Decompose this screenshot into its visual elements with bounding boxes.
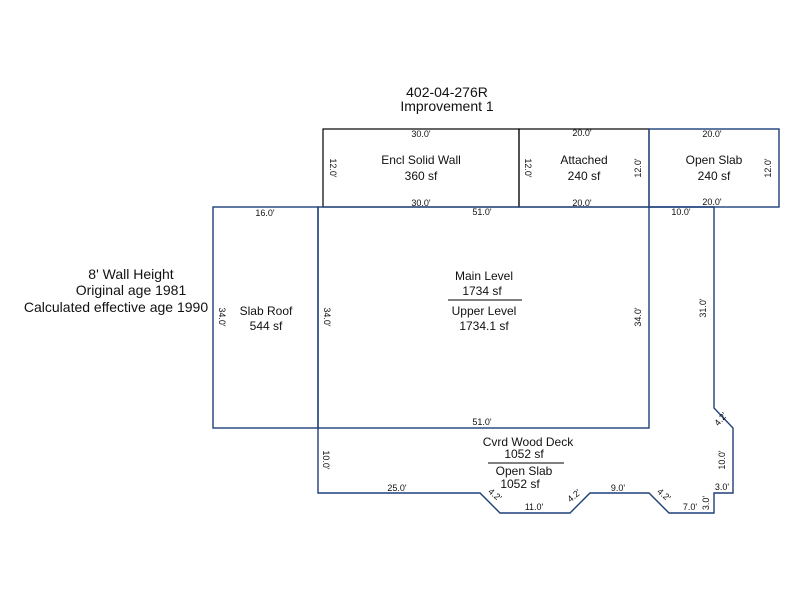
parcel-id: 402-04-276R (406, 84, 488, 100)
main-level-sf: 1734 sf (462, 284, 502, 298)
dim-deck-step-top: 3.0' (715, 482, 730, 492)
dim-slab-roof-left: 34.0' (217, 307, 227, 327)
dim-deck-top: 10.0' (671, 207, 691, 217)
dim-open-slab-bottom: 20.0' (702, 197, 722, 207)
open-slab-top-sf: 240 sf (698, 169, 731, 183)
dim-deck-right-lower: 10.0' (717, 450, 727, 470)
dim-deck-bottom-right: 7.0' (683, 502, 698, 512)
cvrd-wood-deck-name: Cvrd Wood Deck (483, 435, 574, 449)
dim-deck-diag-right: 4.2' (712, 410, 729, 428)
encl-solid-wall-name: Encl Solid Wall (381, 153, 461, 167)
attached-sf: 240 sf (568, 169, 601, 183)
attached-outline (518, 128, 650, 208)
encl-solid-wall-outline (322, 128, 520, 208)
dim-encl-bottom: 30.0' (411, 198, 431, 208)
deck-outline (317, 206, 734, 514)
dim-deck-step-side: 3.0' (701, 496, 711, 511)
dim-main-bottom: 51.0' (472, 417, 492, 427)
slab-roof-sf: 544 sf (250, 319, 283, 333)
slab-roof-name: Slab Roof (240, 304, 293, 318)
dim-deck-diag-mid: 4.2' (565, 487, 583, 504)
effective-age-label: Calculated effective age 1990 (24, 299, 208, 315)
open-slab-top-name: Open Slab (686, 153, 743, 167)
encl-solid-wall-sf: 360 sf (405, 169, 438, 183)
improvement-label: Improvement 1 (400, 98, 494, 114)
dim-main-left: 34.0' (322, 307, 332, 327)
original-age-label: Original age 1981 (76, 282, 187, 298)
dim-deck-notch-bottom: 11.0' (525, 502, 544, 512)
upper-level-name: Upper Level (452, 304, 517, 318)
open-slab-top-outline (648, 128, 780, 208)
dim-attached-bottom: 20.0' (572, 198, 592, 208)
dim-deck-mid: 9.0' (611, 483, 626, 493)
dim-open-slab-top: 20.0' (702, 129, 722, 139)
attached-name: Attached (560, 153, 607, 167)
main-level-outline (317, 206, 650, 429)
dim-attached-top: 20.0' (572, 128, 592, 138)
dim-attached-left: 12.0' (523, 158, 533, 178)
dim-encl-left: 12.0' (328, 158, 338, 178)
upper-level-sf: 1734.1 sf (459, 319, 509, 333)
dim-main-top: 51.0' (472, 207, 492, 217)
main-level-name: Main Level (455, 269, 513, 283)
dim-slab-roof-top: 16.0' (255, 208, 275, 218)
dim-deck-right-upper: 31.0' (698, 298, 708, 318)
dim-encl-top: 30.0' (411, 129, 431, 139)
dim-main-right: 34.0' (633, 307, 643, 327)
wall-height-label: 8' Wall Height (88, 266, 174, 282)
dim-deck-diag-br: 4.2' (655, 486, 673, 503)
open-slab-deck-name: Open Slab (496, 464, 553, 478)
dim-open-slab-right: 12.0' (763, 158, 773, 178)
dim-deck-bottom-left: 25.0' (387, 483, 407, 493)
cvrd-wood-deck-sf: 1052 sf (504, 447, 544, 461)
open-slab-deck-sf: 1052 sf (500, 477, 540, 491)
dim-deck-left: 10.0' (321, 450, 331, 470)
dim-attached-right: 12.0' (633, 158, 643, 178)
